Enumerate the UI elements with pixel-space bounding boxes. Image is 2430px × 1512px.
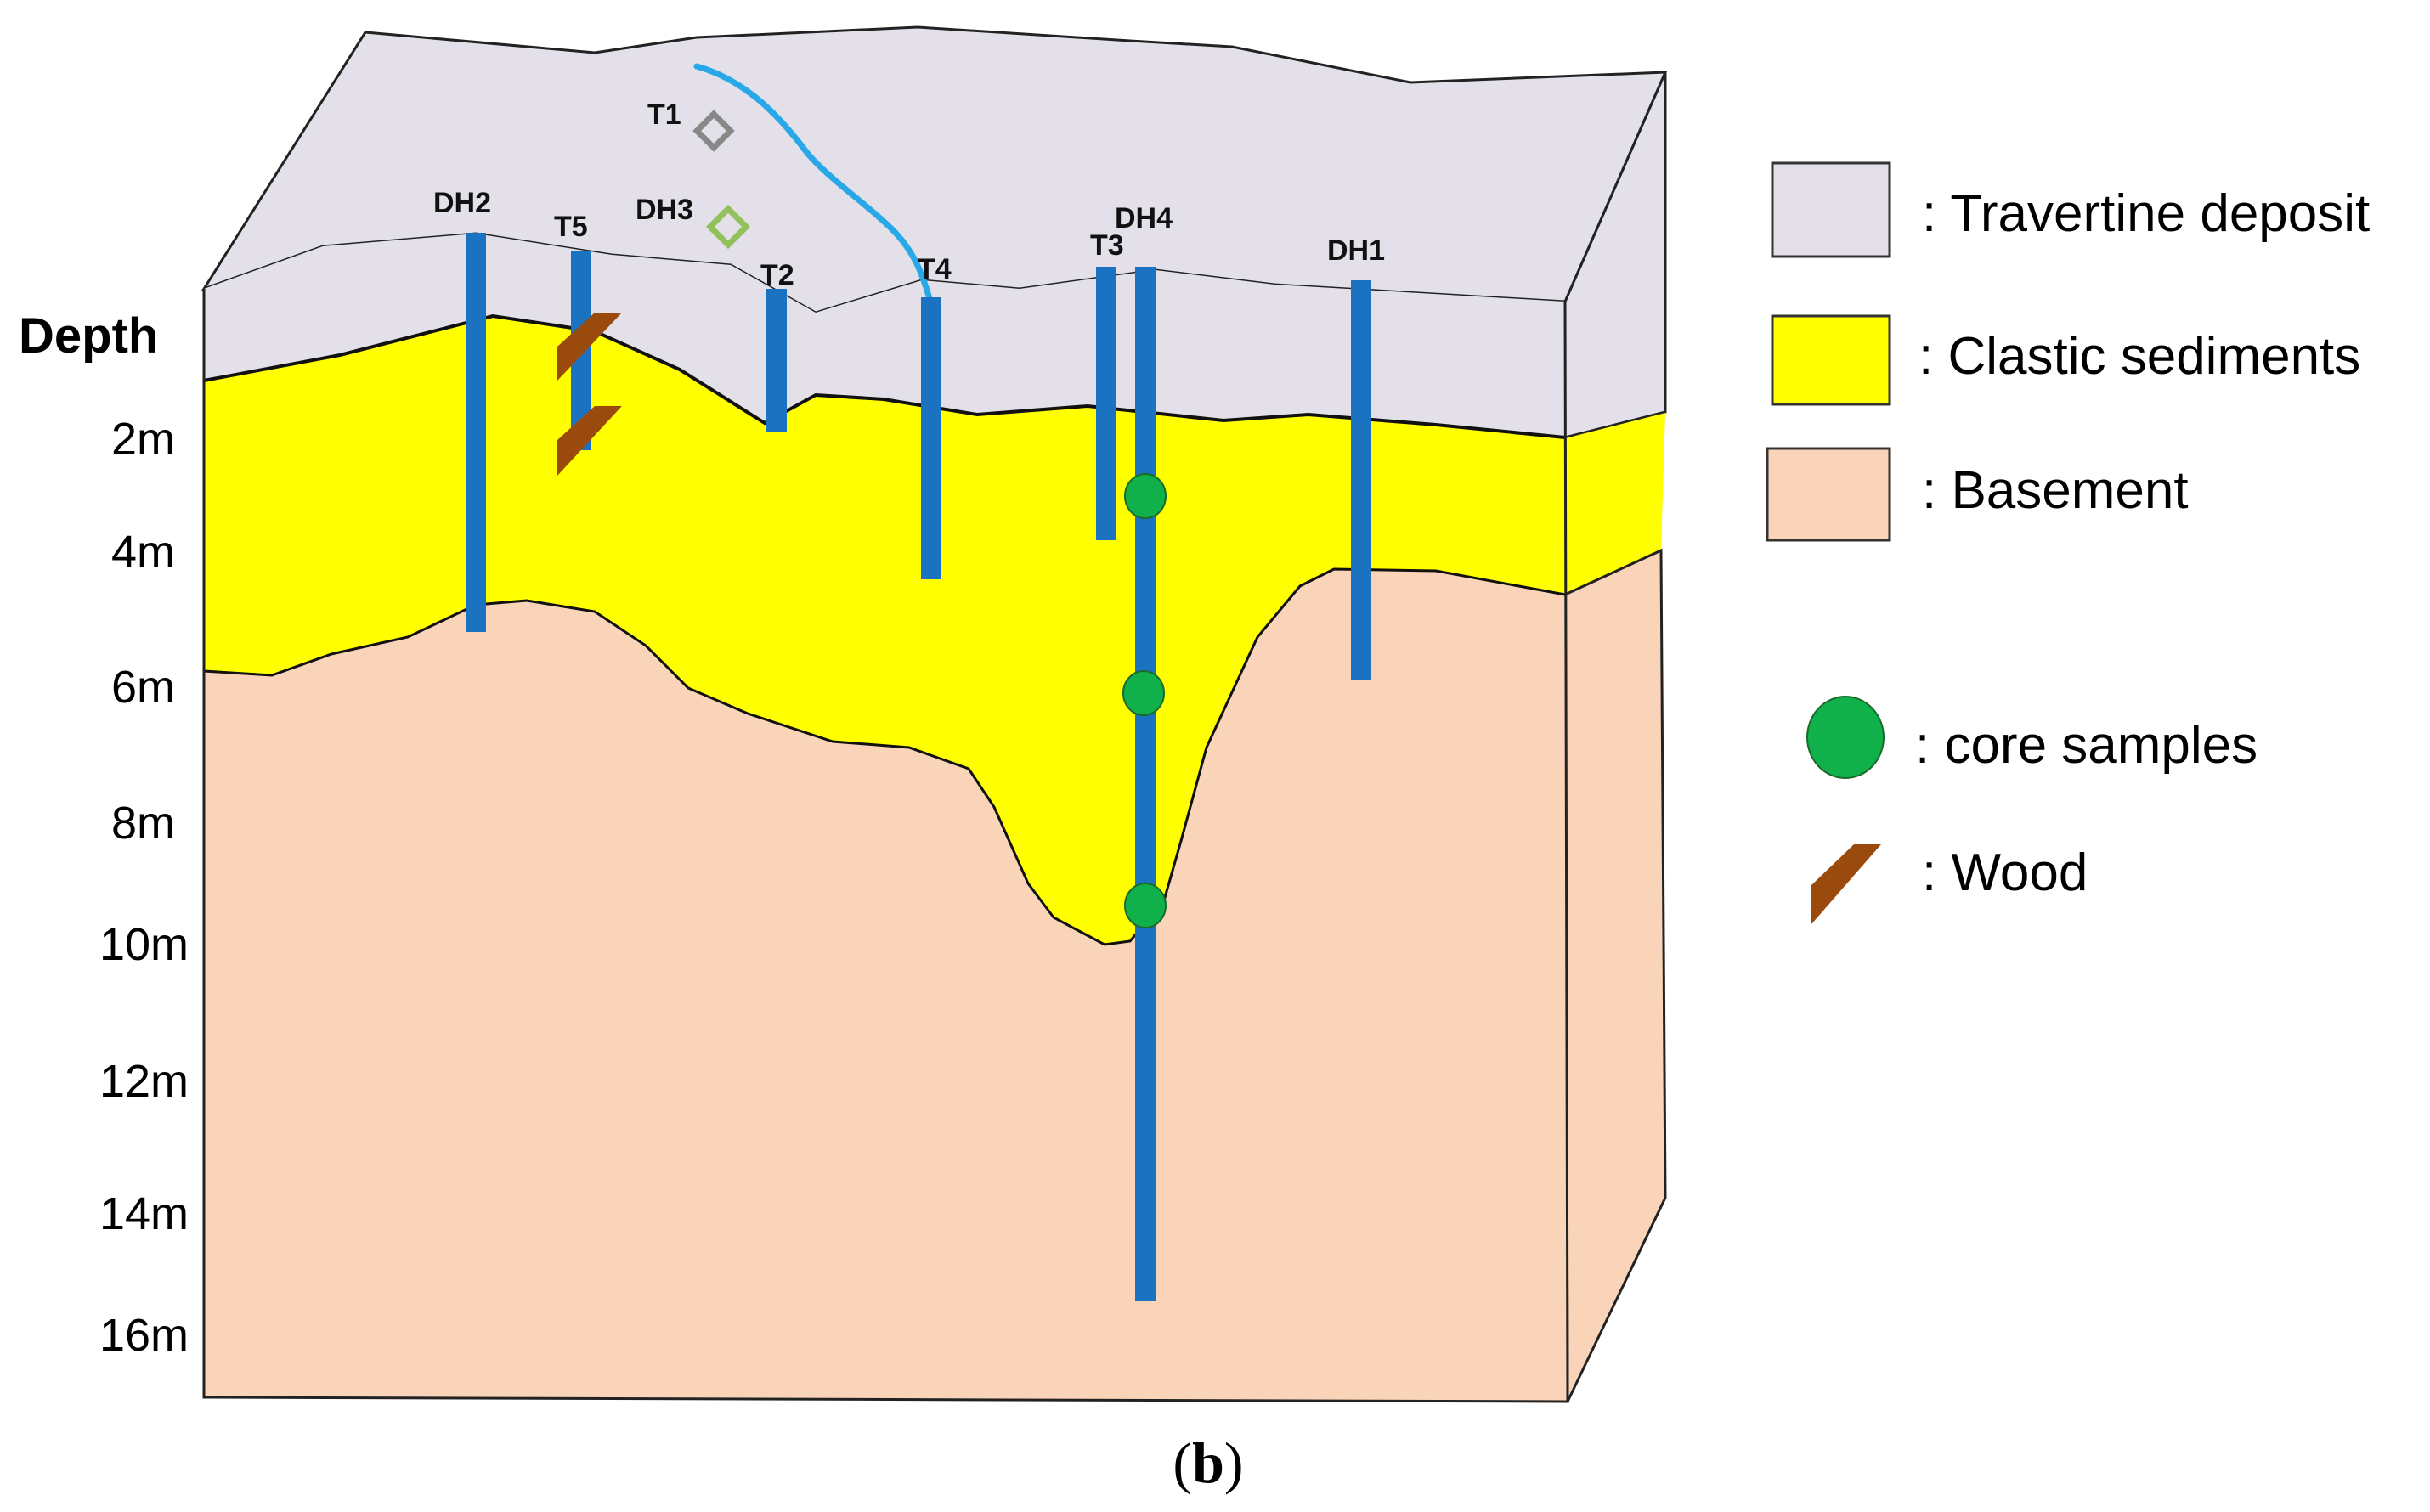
marker-t1-label: T1 [647, 99, 681, 131]
block-side-face [1563, 71, 1667, 1402]
borehole-dh2 [466, 233, 486, 632]
core-sample-icon [1124, 883, 1167, 928]
legend-swatch-clastic [1771, 314, 1891, 406]
depth-tick-label: 12m [99, 1056, 189, 1107]
legend-wood-icon [1811, 844, 1881, 924]
depth-tick-label: 2m [111, 414, 175, 465]
legend-swatch-travertine [1771, 161, 1891, 258]
surface-stream [693, 63, 934, 305]
front-clastic [204, 316, 1565, 945]
marker-t1-icon [692, 110, 735, 152]
trench-t2 [766, 289, 787, 432]
trench-t3 [1096, 267, 1116, 540]
borehole-dh1 [1351, 280, 1371, 680]
legend-swatch-basement [1766, 447, 1891, 542]
depth-tick-label: 10m [99, 919, 189, 970]
marker-dh3-icon [705, 204, 751, 250]
core-samples [1122, 473, 1167, 928]
marker-dh3-label: DH3 [636, 194, 693, 226]
trench-t3-label: T3 [1090, 229, 1124, 262]
depth-tick-label: 6m [111, 662, 175, 713]
depth-axis-title: Depth [19, 308, 158, 364]
side-clastic-bottom-line [1564, 550, 1662, 595]
legend-label-basement: : Basement [1922, 461, 2189, 520]
trench-t2-label: T2 [760, 259, 794, 291]
trench-t4 [921, 297, 941, 579]
legend-label-clastic: : Clastic sediments [1919, 327, 2360, 386]
depth-axis: Depth 2m 4m 6m 8m 10m 12m 14m 16m [19, 308, 189, 1361]
borehole-dh1-label: DH1 [1327, 234, 1385, 267]
surface-markers: T1 DH3 [636, 99, 751, 250]
depth-tick-label: 16m [99, 1310, 189, 1361]
front-basement [204, 569, 1568, 1402]
trench-t5-label: T5 [554, 211, 588, 243]
wood-icon [557, 313, 622, 381]
trench-t4-label: T4 [918, 253, 952, 285]
legend: : Travertine deposit : Clastic sediments… [1766, 161, 2370, 924]
travertine-clastic-contact [203, 313, 1566, 439]
borehole-dh4-label: DH4 [1115, 202, 1173, 234]
legend-label-wood: : Wood [1922, 843, 2088, 902]
front-face-outline [202, 289, 1569, 1403]
block-front-face [202, 234, 1569, 1403]
side-basement [1563, 548, 1667, 1402]
wood-fragments [557, 313, 622, 476]
depth-tick-label: 14m [99, 1188, 189, 1239]
legend-label-travertine: : Travertine deposit [1922, 184, 2370, 243]
legend-core-sample-icon [1806, 696, 1885, 779]
core-sample-icon [1122, 670, 1165, 716]
wood-icon [557, 406, 622, 476]
side-clastic [1565, 412, 1665, 595]
legend-label-core-samples: : core samples [1915, 716, 2258, 775]
depth-tick-label: 8m [111, 798, 175, 849]
figure-caption: (b) [1173, 1430, 1243, 1495]
core-sample-icon [1124, 473, 1167, 519]
depth-tick-label: 4m [111, 527, 175, 578]
borehole-dh2-label: DH2 [433, 187, 491, 219]
front-travertine [204, 234, 1565, 437]
side-clastic-top-line [1564, 411, 1666, 438]
borehole-dh4 [1135, 267, 1156, 1301]
